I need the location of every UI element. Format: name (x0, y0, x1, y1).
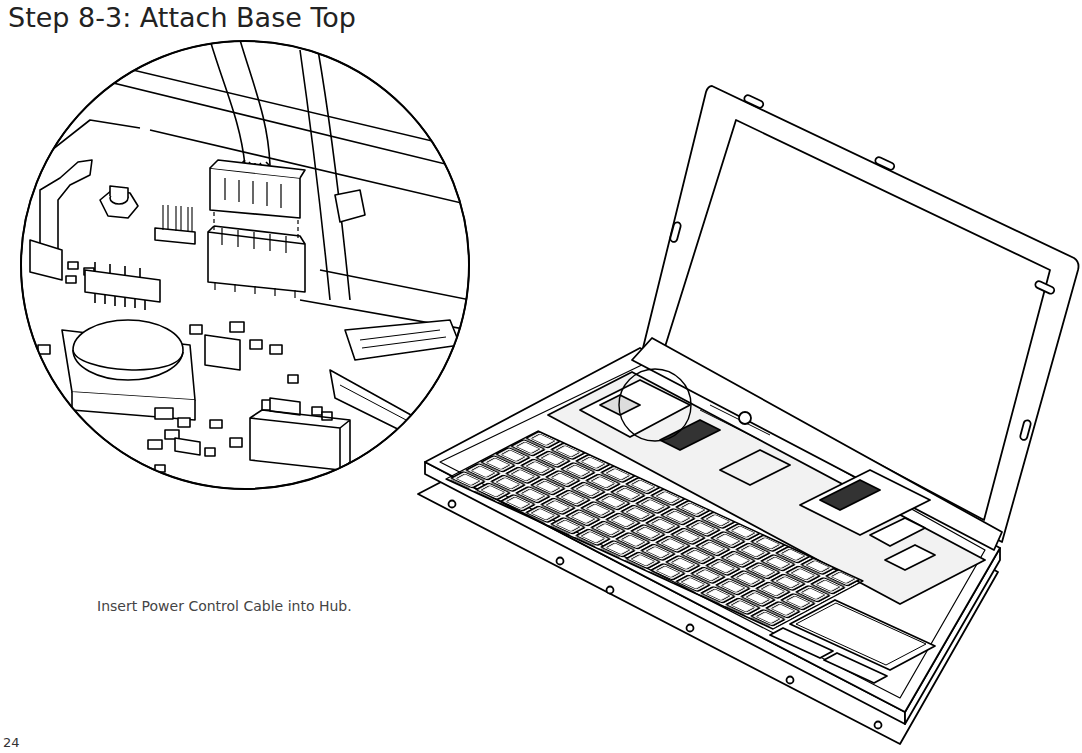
step-title: Step 8-3: Attach Base Top (8, 2, 356, 33)
laptop-drawing (418, 86, 1079, 744)
page-number: 24 (3, 735, 20, 750)
magnified-inset (20, 40, 470, 489)
instruction-caption: Insert Power Control Cable into Hub. (97, 598, 352, 614)
